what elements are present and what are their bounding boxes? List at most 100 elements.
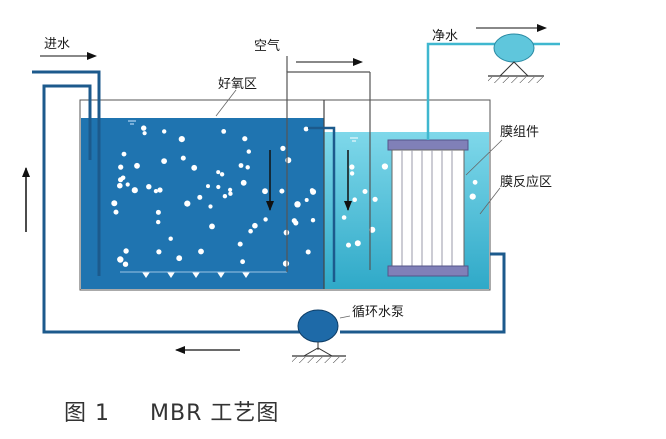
air-bubble bbox=[310, 218, 316, 223]
air-bubble bbox=[168, 236, 173, 241]
aerator-diffusers bbox=[142, 272, 250, 278]
air-bubble bbox=[349, 164, 355, 170]
air-bubble bbox=[180, 155, 186, 161]
air-bubble bbox=[191, 164, 198, 171]
clean-water-label: 净水 bbox=[432, 29, 458, 44]
air-bubble bbox=[118, 177, 124, 183]
air-bubble bbox=[245, 165, 250, 170]
air-bubble bbox=[248, 228, 253, 234]
air-bubble bbox=[240, 179, 247, 186]
air-bubble bbox=[216, 184, 221, 190]
water-level-mark bbox=[128, 120, 136, 125]
leader-recirc-pump bbox=[339, 315, 351, 319]
membrane-reactor-label: 膜反应区 bbox=[500, 174, 552, 190]
inlet-pipe bbox=[32, 70, 101, 276]
air-bubble bbox=[209, 223, 215, 230]
air-bubble bbox=[117, 182, 123, 189]
figure-number: 图 1 bbox=[64, 401, 110, 426]
recirculation-pipe-return bbox=[340, 252, 506, 334]
leader-membrane-module bbox=[465, 139, 503, 176]
air-bubble bbox=[141, 125, 147, 131]
air-bubble bbox=[238, 163, 244, 168]
air-bubble bbox=[381, 163, 388, 170]
air-bubble bbox=[285, 157, 292, 164]
air-bubble bbox=[113, 209, 119, 215]
air-bubble bbox=[157, 187, 163, 193]
air-label: 空气 bbox=[254, 38, 280, 54]
overflow-pipe bbox=[308, 126, 336, 282]
air-bubble bbox=[263, 217, 268, 222]
air-bubble bbox=[216, 170, 221, 175]
air-bubble bbox=[293, 220, 299, 226]
air-bubble bbox=[162, 129, 167, 134]
air-bubble bbox=[341, 215, 347, 220]
air-bubble bbox=[252, 222, 258, 229]
clean-water-pipe bbox=[426, 42, 500, 140]
recirculation-pump bbox=[292, 309, 346, 363]
membrane-module bbox=[387, 139, 469, 277]
air-bubble bbox=[134, 162, 140, 169]
air-bubble bbox=[176, 255, 183, 262]
air-bubble bbox=[346, 242, 351, 248]
leader-membrane-reactor bbox=[479, 187, 501, 215]
air-bubble bbox=[153, 189, 158, 194]
air-bubble bbox=[197, 194, 203, 200]
air-bubble bbox=[222, 194, 228, 199]
air-bubble bbox=[206, 184, 210, 189]
air-bubbles bbox=[111, 125, 478, 267]
figure-title: MBR 工艺图 bbox=[150, 401, 279, 426]
air-bubble bbox=[122, 261, 129, 267]
air-bubble bbox=[146, 184, 152, 190]
air-bubble bbox=[221, 129, 227, 134]
air-bubble bbox=[184, 200, 191, 207]
recirc-pump-label: 循环水泵 bbox=[352, 305, 404, 320]
air-bubble bbox=[352, 197, 358, 202]
air-bubble bbox=[369, 226, 376, 233]
air-bubble bbox=[304, 198, 309, 202]
air-bubble bbox=[219, 172, 225, 177]
air-bubble bbox=[303, 126, 309, 132]
air-bubble bbox=[362, 189, 368, 194]
leader-aerobic-zone bbox=[215, 89, 237, 117]
water-level-mark bbox=[350, 137, 358, 142]
air-bubble bbox=[242, 136, 248, 142]
air-bubble bbox=[198, 248, 204, 255]
air-bubble bbox=[279, 188, 285, 194]
air-bubble bbox=[282, 260, 290, 267]
air-bubble bbox=[178, 136, 185, 143]
air-bubble bbox=[305, 249, 311, 255]
air-bubble bbox=[142, 131, 147, 136]
air-bubble bbox=[469, 193, 476, 200]
air-bubble bbox=[310, 188, 317, 195]
air-bubble bbox=[262, 188, 268, 195]
suction-pump bbox=[488, 33, 544, 83]
air-bubble bbox=[240, 259, 246, 265]
air-bubble bbox=[111, 200, 118, 207]
air-bubble bbox=[246, 149, 251, 154]
air-bubble bbox=[237, 241, 243, 247]
air-bubble bbox=[294, 201, 301, 208]
inlet-label: 进水 bbox=[44, 37, 70, 52]
air-bubble bbox=[472, 179, 478, 185]
air-bubble bbox=[121, 151, 127, 157]
air-bubble bbox=[280, 145, 286, 151]
air-bubble bbox=[118, 164, 124, 170]
air-bubble bbox=[208, 204, 213, 209]
air-bubble bbox=[125, 182, 130, 187]
air-bubble bbox=[161, 158, 168, 165]
recirculation-pipe bbox=[42, 84, 300, 334]
air-bubble bbox=[228, 187, 233, 192]
membrane-module-label: 膜组件 bbox=[500, 125, 539, 140]
air-bubble bbox=[156, 249, 162, 255]
air-bubble bbox=[155, 209, 161, 215]
air-bubble bbox=[131, 187, 138, 194]
aerobic-zone-label: 好氧区 bbox=[218, 77, 257, 92]
air-bubble bbox=[123, 249, 128, 254]
air-bubble bbox=[156, 219, 161, 225]
air-bubble bbox=[228, 191, 233, 196]
air-bubble bbox=[117, 256, 124, 263]
air-bubble bbox=[349, 171, 355, 176]
air-bubble bbox=[372, 196, 378, 202]
tank-outline bbox=[79, 99, 491, 291]
